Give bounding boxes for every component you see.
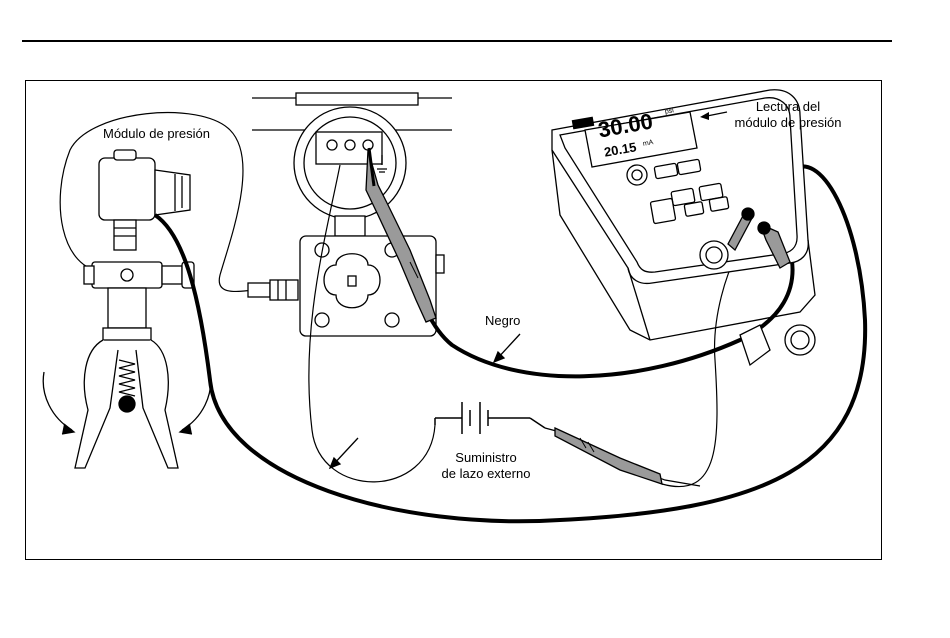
label-external-loop-supply: Suministro de lazo externo [432,450,540,482]
label-supply-line2: de lazo externo [432,466,540,482]
label-black: Negro [485,313,520,329]
label-supply-line1: Suministro [432,450,540,466]
